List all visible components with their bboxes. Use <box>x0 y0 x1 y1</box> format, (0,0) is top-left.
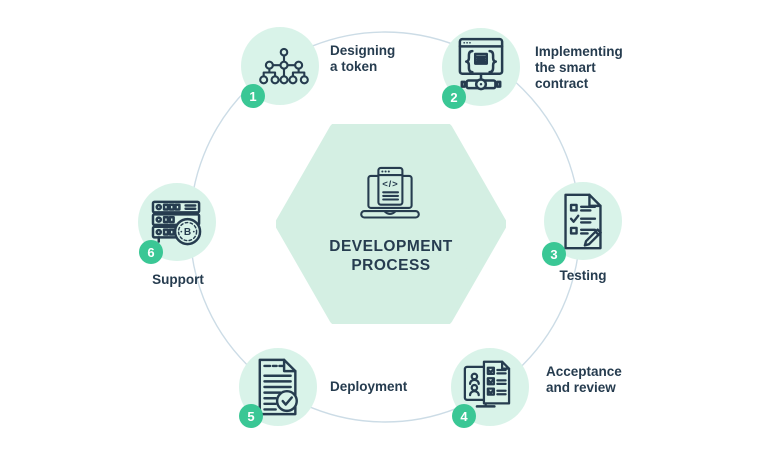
step-6-number-badge: 6 <box>139 240 163 264</box>
step-5-number-badge: 5 <box>239 404 263 428</box>
step-2-number-badge: 2 <box>442 85 466 109</box>
laptop-code-icon: </> <box>360 166 420 219</box>
diagram-title: DEVELOPMENT PROCESS <box>281 238 501 275</box>
code-glyph: </> <box>382 179 398 190</box>
step-1-label: Designing a token <box>330 43 396 74</box>
step-4-number-badge: 4 <box>452 404 476 428</box>
step-number: 1 <box>249 88 257 104</box>
token-hierarchy-icon <box>259 47 309 85</box>
support-server-coin-icon: B <box>151 200 202 246</box>
step-number: 4 <box>460 408 468 424</box>
diagram-title-line-2: PROCESS <box>351 256 431 274</box>
deployment-document-check-icon <box>258 358 298 416</box>
step-2-label: Implementing the smart contract <box>535 44 623 91</box>
test-checklist-pencil-icon <box>564 193 602 250</box>
coin-symbol: B <box>184 227 191 238</box>
smart-contract-window-icon <box>458 37 504 91</box>
step-1-number-badge: 1 <box>241 84 265 108</box>
step-5-label: Deployment <box>330 379 408 394</box>
step-3-number-badge: 3 <box>542 242 566 266</box>
step-number: 2 <box>450 89 458 105</box>
review-monitor-checklist-icon <box>463 360 511 408</box>
step-number: 5 <box>247 408 255 424</box>
step-3-label: Testing <box>559 268 607 283</box>
step-6-label: Support <box>152 272 204 287</box>
step-number: 3 <box>550 246 558 262</box>
diagram-title-line-1: DEVELOPMENT <box>329 238 453 255</box>
step-4-label: Acceptance and review <box>546 364 622 395</box>
step-number: 6 <box>147 244 155 260</box>
center-hexagon <box>276 124 506 324</box>
